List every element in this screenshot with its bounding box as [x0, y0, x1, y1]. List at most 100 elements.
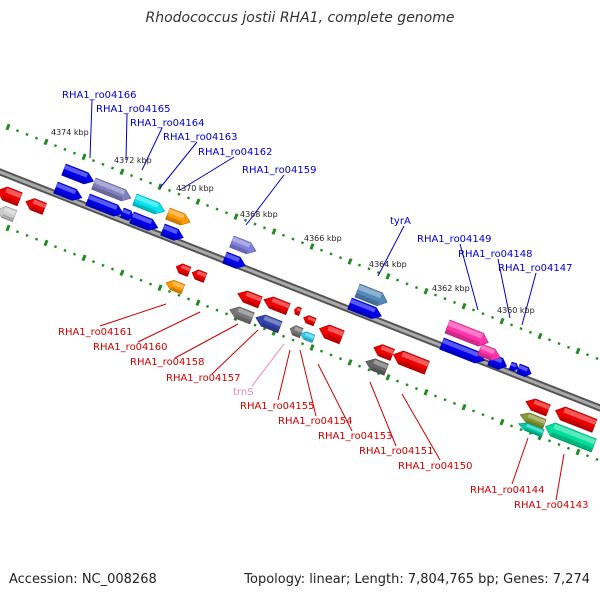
- gene-label-lower[interactable]: RHA1_ro04158: [130, 357, 205, 368]
- gene-label-lower[interactable]: RHA1_ro04143: [514, 500, 589, 511]
- gene-ro04166-b[interactable]: [53, 181, 84, 203]
- lower-scale-tick: [385, 373, 391, 381]
- gene-left-c[interactable]: [24, 196, 47, 215]
- gene-ro04148-a[interactable]: [477, 343, 503, 363]
- upper-scale-tick: [443, 297, 447, 301]
- lower-scale-tick: [557, 442, 561, 447]
- gene-ro04144-c[interactable]: [517, 420, 545, 438]
- gene-label-lower[interactable]: RHA1_ro04151: [359, 446, 434, 457]
- gene-left-a[interactable]: [0, 184, 23, 207]
- upper-scale-tick: [461, 302, 467, 310]
- gene-ro04163-a[interactable]: [132, 193, 167, 217]
- lower-scale-tick: [338, 357, 343, 361]
- gene-label-lower[interactable]: RHA1_ro04154: [278, 416, 353, 427]
- gene-ro04159-a[interactable]: [229, 235, 259, 257]
- gene-label-lower[interactable]: RHA1_ro04153: [318, 431, 393, 442]
- gene-ro04159-b[interactable]: [222, 251, 248, 271]
- gene-ro04154-a[interactable]: [302, 314, 317, 327]
- lower-scale-tick: [205, 304, 210, 308]
- gene-ro04153[interactable]: [317, 322, 345, 345]
- gene-ro04157-a[interactable]: [262, 294, 291, 316]
- gene-label-lower[interactable]: RHA1_ro04155: [240, 401, 315, 412]
- gene-ro04164-b[interactable]: [119, 207, 135, 222]
- upper-scale-tick: [271, 228, 277, 235]
- trna-label[interactable]: trnS: [233, 387, 254, 398]
- lower-scale-tick: [195, 299, 201, 307]
- gene-label-lower[interactable]: RHA1_ro04144: [470, 485, 545, 496]
- upper-scale-tick: [43, 138, 49, 146]
- gene-ro04151-a[interactable]: [372, 342, 395, 361]
- gene-ro04161-c[interactable]: [164, 278, 186, 295]
- gene-label-upper[interactable]: RHA1_ro04148: [458, 249, 533, 260]
- genome-backbone: [0, 168, 600, 412]
- gene-ro04155[interactable]: [288, 324, 304, 339]
- gene-label-upper[interactable]: RHA1_ro04149: [417, 234, 492, 245]
- gene-ro04165-a[interactable]: [91, 177, 134, 204]
- gene-label-lower[interactable]: RHA1_ro04160: [93, 342, 168, 353]
- gene-ro04150[interactable]: [391, 348, 430, 375]
- gene-label-upper[interactable]: RHA1_ro04165: [96, 104, 171, 115]
- gene-ro04143-a[interactable]: [553, 404, 598, 433]
- gene-ro04158-a[interactable]: [236, 288, 263, 309]
- gene-ro04144-a[interactable]: [524, 396, 551, 417]
- gene-label-lower[interactable]: RHA1_ro04157: [166, 373, 241, 384]
- gene-ro04158-b[interactable]: [228, 304, 255, 325]
- lower-scale-tick: [585, 454, 590, 458]
- lower-scale-tick: [139, 278, 143, 282]
- gene-ro04157-b[interactable]: [254, 312, 283, 334]
- accession-text: Accession: NC_008268: [9, 572, 157, 587]
- lower-scale-tick: [414, 386, 419, 391]
- upper-scale-tick: [300, 241, 305, 245]
- gene-ro04154-b[interactable]: [299, 330, 316, 343]
- upper-scale-tick: [585, 353, 590, 357]
- gene-ro04161-a[interactable]: [174, 262, 192, 277]
- gene-ro04149-b[interactable]: [439, 337, 487, 366]
- gene-tyrA-b[interactable]: [347, 297, 384, 322]
- gene-label-upper[interactable]: RHA1_ro04147: [498, 263, 573, 274]
- gene-ro04161-b[interactable]: [190, 268, 208, 283]
- gene-label-lower[interactable]: RHA1_ro04161: [58, 327, 133, 338]
- lower-scale-tick: [186, 297, 191, 301]
- gene-label-upper[interactable]: RHA1_ro04164: [130, 118, 205, 129]
- upper-scale-tick: [224, 211, 229, 215]
- kbp-tick-label: 4366 kbp: [304, 234, 342, 243]
- lower-scale-tick: [34, 237, 39, 241]
- gene-ro04163-b[interactable]: [129, 211, 160, 233]
- lower-scale-tick: [157, 284, 163, 292]
- gene-ro04149-a[interactable]: [444, 319, 491, 349]
- gene-left-b[interactable]: [0, 204, 18, 223]
- genome-stats-text: Topology: linear; Length: 7,804,765 bp; …: [244, 572, 590, 587]
- gene-ro04166-a[interactable]: [61, 163, 96, 187]
- gene-label-lower[interactable]: RHA1_ro04150: [398, 461, 473, 472]
- gene-ro04162-b[interactable]: [160, 223, 186, 243]
- kbp-tick-label: 4362 kbp: [432, 284, 470, 293]
- upper-scale-tick: [101, 162, 105, 166]
- lower-leader-line: [211, 329, 259, 375]
- upper-scale-tick: [309, 243, 315, 250]
- gene-ro04165-b[interactable]: [85, 193, 126, 219]
- gene-label-upper[interactable]: RHA1_ro04159: [242, 165, 317, 176]
- gene-tyrA[interactable]: [354, 283, 390, 309]
- upper-scale-tick: [471, 308, 476, 312]
- lower-leader-line: [174, 323, 239, 359]
- lower-scale-tick: [575, 448, 581, 456]
- upper-scale-tick: [528, 330, 533, 334]
- gene-label-upper[interactable]: RHA1_ro04162: [198, 147, 273, 158]
- upper-scale-tick: [547, 338, 552, 342]
- upper-scale-tick: [347, 258, 353, 265]
- gene-ro04144-b[interactable]: [518, 410, 547, 430]
- gene-trnS[interactable]: [293, 306, 302, 317]
- upper-scale-tick: [395, 278, 400, 282]
- lower-scale-tick: [519, 428, 523, 432]
- gene-ro04162-a[interactable]: [165, 207, 193, 228]
- upper-leader-line: [141, 127, 163, 171]
- gene-label-upper[interactable]: RHA1_ro04166: [62, 90, 137, 101]
- gene-label-upper[interactable]: tyrA: [390, 216, 411, 227]
- lower-scale-tick: [91, 260, 96, 264]
- lower-leader-line: [555, 453, 565, 501]
- gene-label-upper[interactable]: RHA1_ro04163: [163, 132, 238, 143]
- gene-ro04151-b[interactable]: [364, 356, 389, 376]
- gene-ro04147-a[interactable]: [508, 361, 519, 372]
- gene-ro04147-b[interactable]: [515, 363, 533, 378]
- gene-ro04143-b[interactable]: [543, 420, 597, 453]
